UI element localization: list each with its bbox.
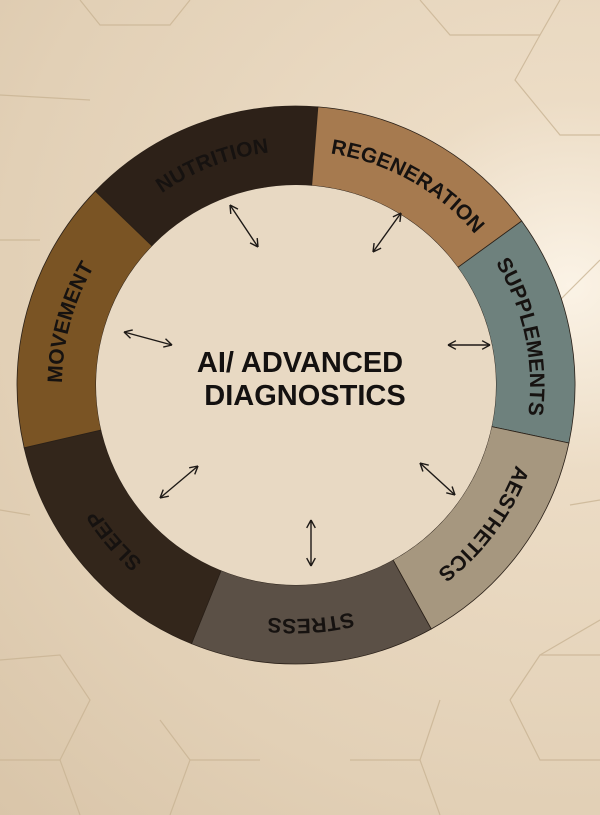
double-arrow-icon: [419, 462, 456, 496]
inner-circle: [96, 185, 496, 585]
double-arrow-icon: [306, 519, 316, 567]
center-title-line1: AI/ ADVANCED: [197, 347, 403, 379]
arrows: [123, 204, 491, 567]
double-arrow-icon: [159, 465, 199, 499]
double-arrow-icon: [372, 212, 402, 253]
double-arrow-icon: [123, 329, 173, 348]
double-arrow-icon: [447, 340, 491, 350]
double-arrow-icon: [229, 204, 259, 248]
center-title-line2: DIAGNOSTICS: [204, 380, 405, 412]
